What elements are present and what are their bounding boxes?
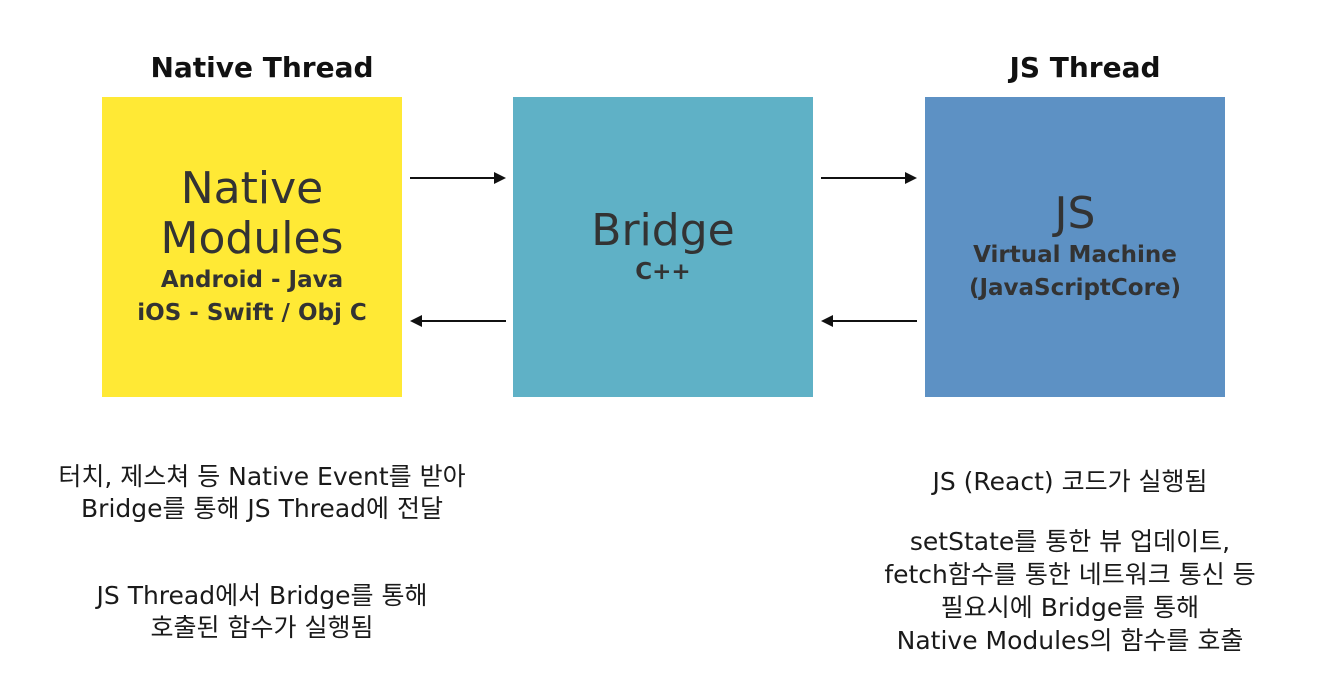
description-line: 필요시에 Bridge를 통해 bbox=[940, 593, 1200, 622]
native-modules-android-label: Android - Java bbox=[160, 267, 344, 293]
description-line: setState를 통한 뷰 업데이트, bbox=[909, 527, 1231, 556]
arrow-js-to-bridge bbox=[821, 315, 917, 327]
description-line: JS (React) 코드가 실행됨 bbox=[932, 467, 1208, 496]
description-line: Bridge를 통해 JS Thread에 전달 bbox=[81, 494, 443, 523]
native-modules-title-line-1: Native bbox=[180, 163, 324, 214]
native-thread-heading: Native Thread bbox=[150, 51, 374, 84]
js-execution-description: JS (React) 코드가 실행됨 bbox=[820, 466, 1320, 498]
arrow-bridge-to-native bbox=[410, 315, 506, 327]
native-modules-title-line-2: Modules bbox=[160, 213, 344, 264]
bridge-box: Bridge C++ bbox=[513, 97, 813, 397]
native-modules-box: Native Modules Android - Java iOS - Swif… bbox=[102, 97, 402, 397]
js-engine-label: (JavaScriptCore) bbox=[968, 275, 1182, 301]
native-event-description: 터치, 제스쳐 등 Native Event를 받아 Bridge를 통해 JS… bbox=[0, 461, 524, 525]
js-vm-box: JS Virtual Machine (JavaScriptCore) bbox=[925, 97, 1225, 397]
description-line: Native Modules의 함수를 호출 bbox=[896, 626, 1244, 655]
description-line: 터치, 제스쳐 등 Native Event를 받아 bbox=[58, 462, 466, 491]
bridge-language-label: C++ bbox=[635, 258, 691, 285]
js-title: JS bbox=[1054, 188, 1096, 239]
arrow-bridge-to-js bbox=[821, 172, 917, 184]
js-thread-heading: JS Thread bbox=[1009, 51, 1161, 84]
description-line: JS Thread에서 Bridge를 통해 bbox=[96, 581, 428, 610]
js-bridge-call-description: setState를 통한 뷰 업데이트, fetch함수를 통한 네트워크 통신… bbox=[820, 525, 1320, 657]
bridge-title: Bridge bbox=[591, 204, 735, 256]
native-modules-ios-label: iOS - Swift / Obj C bbox=[137, 300, 367, 326]
js-vm-label: Virtual Machine bbox=[973, 242, 1177, 268]
description-line: 호출된 함수가 실행됨 bbox=[150, 613, 374, 642]
description-line: fetch함수를 통한 네트워크 통신 등 bbox=[884, 560, 1256, 589]
native-call-description: JS Thread에서 Bridge를 통해 호출된 함수가 실행됨 bbox=[0, 580, 524, 644]
arrow-native-to-bridge bbox=[410, 172, 506, 184]
